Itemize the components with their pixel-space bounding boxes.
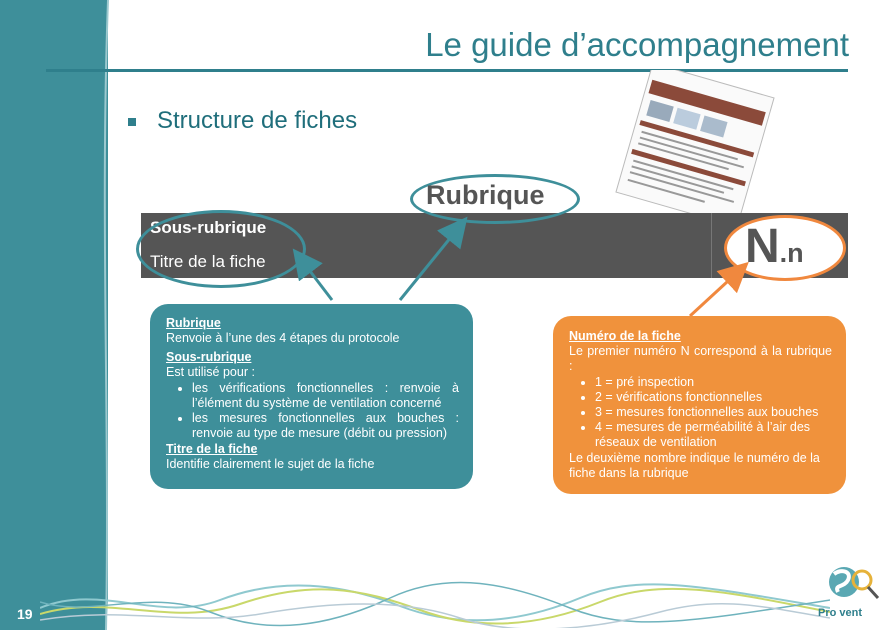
numero-intro: Le premier numéro N correspond à la rubr…	[569, 344, 832, 374]
numero-outro: Le deuxième nombre indique le numéro de …	[569, 451, 832, 481]
sous-rubrique-list: les vérifications fonctionnelles : renvo…	[166, 381, 459, 441]
numero-heading: Numéro de la fiche	[569, 329, 832, 344]
numero-explanation-box: Numéro de la fiche Le premier numéro N c…	[553, 316, 846, 494]
bullet-square	[128, 118, 136, 126]
titre-fiche-text: Identifie clairement le sujet de la fich…	[166, 457, 459, 472]
rubrique-text: Renvoie à l’une des 4 étapes du protocol…	[166, 331, 459, 346]
fiche-number-major: N	[745, 220, 780, 273]
header-divider	[711, 213, 712, 278]
sidebar-curve	[60, 0, 160, 630]
logo-text: Pro vent	[818, 607, 862, 619]
rubrique-explanation-box: Rubrique Renvoie à l’une des 4 étapes du…	[150, 304, 473, 489]
page-number: 19	[17, 606, 33, 622]
sous-rubrique-heading: Sous-rubrique	[166, 350, 459, 365]
list-item: 2 = vérifications fonctionnelles	[595, 390, 832, 405]
rubrique-label: Rubrique	[426, 180, 545, 211]
titre-fiche-heading: Titre de la fiche	[166, 442, 459, 457]
list-item: 4 = mesures de perméabilité à l’air des …	[595, 420, 832, 450]
list-item: les mesures fonctionnelles aux bouches :…	[192, 411, 459, 441]
list-item: les vérifications fonctionnelles : renvo…	[192, 381, 459, 411]
numero-list: 1 = pré inspection 2 = vérifications fon…	[569, 375, 832, 450]
slide-title: Le guide d’accompagnement	[425, 26, 849, 64]
slide-subtitle: Structure de fiches	[157, 107, 357, 135]
rubrique-heading: Rubrique	[166, 316, 459, 331]
fiche-number-minor: .n	[780, 238, 804, 268]
sous-rubrique-highlight-oval	[136, 210, 306, 288]
fiche-number: N.n	[745, 219, 804, 274]
sous-rubrique-intro: Est utilisé pour :	[166, 365, 459, 380]
list-item: 3 = mesures fonctionnelles aux bouches	[595, 405, 832, 420]
list-item: 1 = pré inspection	[595, 375, 832, 390]
footer-wave-decoration	[40, 578, 830, 628]
document-thumbnail	[610, 70, 780, 220]
